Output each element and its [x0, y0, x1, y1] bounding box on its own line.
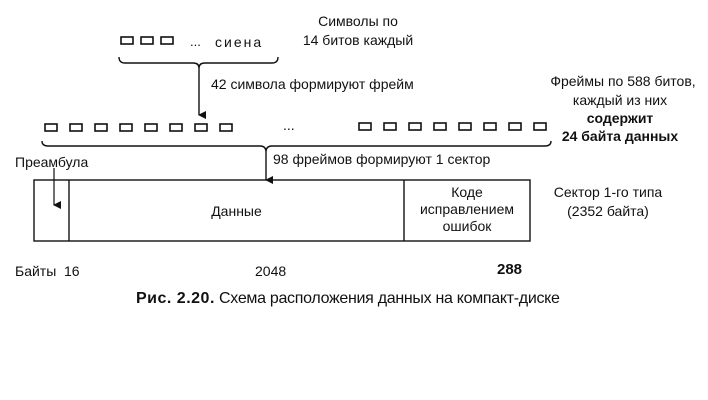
frame-box	[383, 122, 397, 131]
frame-box	[508, 122, 522, 131]
symbol-box	[120, 36, 134, 45]
ecc-bytes: 288	[497, 261, 523, 278]
sector-type-line1: Сектор 1-го типа	[553, 184, 663, 200]
symbols-brace	[118, 56, 279, 69]
symbol-box	[160, 36, 174, 45]
frame-box	[119, 123, 133, 132]
figure-caption-text: Схема расположения данных на компакт-дис…	[219, 290, 560, 307]
frame-box	[94, 123, 108, 132]
sector-type-line2: (2352 байта)	[567, 203, 649, 219]
frame-arrow-label: 42 символа формируют фрейм	[211, 76, 414, 92]
ecc-label-line3: ошибок	[442, 218, 492, 234]
sector-outline	[33, 179, 531, 242]
frame-box	[144, 123, 158, 132]
frame-box	[69, 123, 83, 132]
figure-number: Рис. 2.20.	[136, 290, 215, 307]
bytes-label: Байты	[15, 263, 57, 279]
frame-box	[194, 123, 208, 132]
frame-box	[483, 122, 497, 131]
symbols-label-line2: 14 битов каждый	[302, 32, 414, 48]
data-field-label: Данные	[211, 203, 262, 219]
frame-label-line2: каждый из них	[572, 92, 668, 108]
preamble-bytes: 16	[64, 263, 80, 279]
symbols-ellipsis: ...	[190, 34, 201, 49]
frame-boxes	[44, 122, 547, 132]
symbol-box	[140, 36, 154, 45]
ecc-label-line2: исправлением	[419, 201, 514, 217]
ecc-label-line1: Коде	[451, 184, 483, 200]
preamble-label: Преамбула	[15, 154, 89, 170]
frame-box	[408, 122, 422, 131]
frame-label-line1: Фреймы по 588 битов,	[550, 73, 696, 89]
data-bytes: 2048	[255, 263, 287, 279]
frame-box	[433, 122, 447, 131]
symbol-boxes	[120, 36, 174, 45]
frame-box	[458, 122, 472, 131]
frame-label-line3: содержит	[586, 110, 654, 126]
frame-label-line4: 24 байта данных	[561, 128, 679, 144]
sector-bar	[33, 179, 531, 242]
frames-ellipsis: ...	[283, 117, 295, 133]
symbols-label-line1: Символы по	[318, 13, 398, 29]
frame-box	[219, 123, 233, 132]
frame-box	[358, 122, 372, 131]
symbols-example-word: сиена	[215, 34, 264, 50]
frame-box	[533, 122, 547, 131]
frame-box	[44, 123, 58, 132]
sector-arrow-label: 98 фреймов формируют 1 сектор	[273, 151, 491, 167]
figure-caption: Рис. 2.20. Схема расположения данных на …	[136, 290, 560, 308]
frame-box	[169, 123, 183, 132]
